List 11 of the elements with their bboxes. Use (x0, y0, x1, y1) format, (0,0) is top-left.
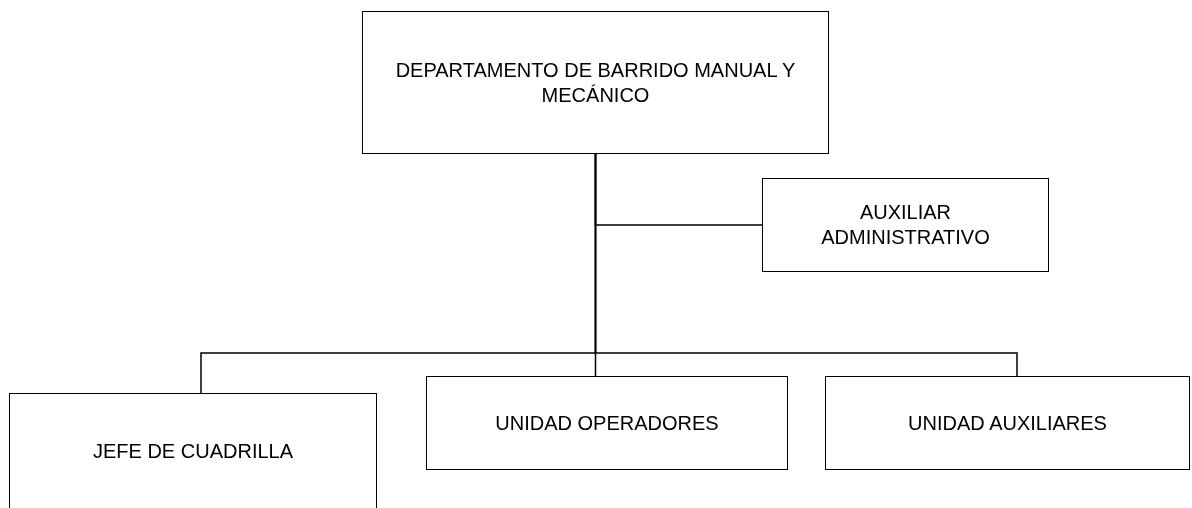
box-title: UNIDAD OPERADORES (494, 410, 720, 436)
connector-line (594, 153, 1018, 377)
box-title: UNIDAD AUXILIARES (907, 410, 1108, 436)
box-title: JEFE DE CUADRILLA (91, 438, 295, 464)
org-box (825, 376, 1190, 470)
org-box (762, 178, 1049, 272)
box-title: DEPARTAMENTO DE BARRIDO MANUAL Y MECÁNICO (394, 57, 797, 108)
org-box (9, 393, 377, 508)
org-box (426, 376, 788, 470)
org-box (362, 11, 829, 154)
box-title: AUXILIAR ADMINISTRATIVO (820, 200, 991, 250)
